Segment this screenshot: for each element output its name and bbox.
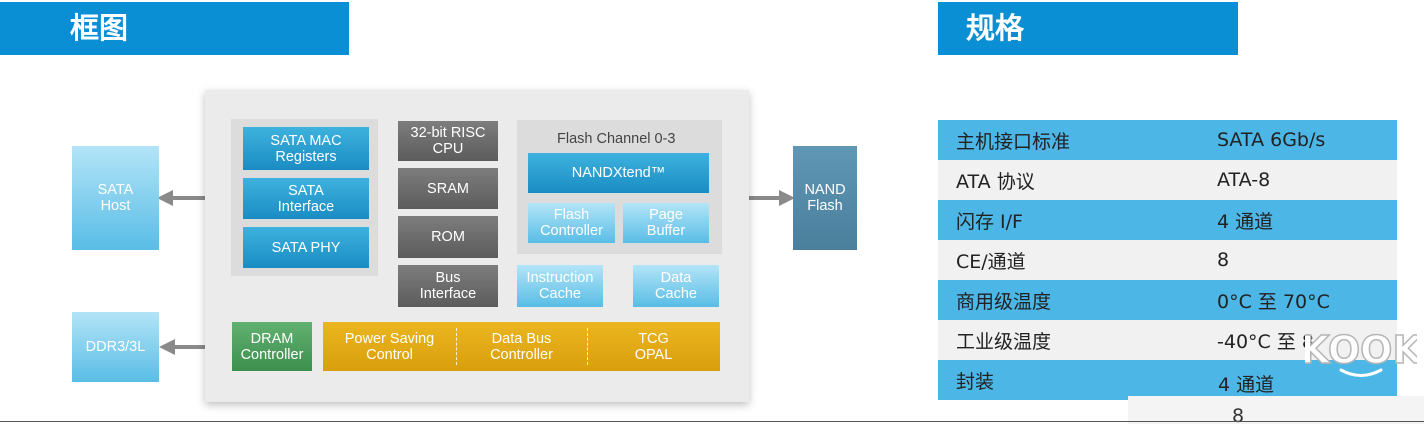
spec-value: 8 [1217, 249, 1230, 271]
power-saving-block: Power Saving Control [344, 330, 435, 363]
data-bus-block: Data Bus Controller [490, 330, 553, 363]
ddr-block: DDR3/3L [72, 312, 159, 382]
flash-controller-block: Flash Controller [528, 203, 615, 243]
sata-host-block: SATA Host [72, 146, 159, 250]
flash-channel-label: Flash Channel 0-3 [557, 131, 676, 147]
spec-value: 4 通道 [1217, 210, 1274, 233]
page-buffer-block: Page Buffer [623, 203, 709, 243]
spec-row: 封装 [938, 360, 1397, 400]
spec-value: ATA-8 [1217, 169, 1271, 191]
sata-phy-block: SATA PHY [243, 227, 369, 268]
spec-key: 闪存 I/F [956, 210, 1023, 233]
tcg-block: TCG OPAL [634, 330, 673, 363]
spec-value: -40°C 至 8 [1217, 330, 1314, 353]
spec-key: 商用级温度 [956, 290, 1052, 313]
watermark-logo: KOOK [1305, 327, 1417, 377]
spec-row: 主机接口标准 SATA 6Gb/s [938, 120, 1397, 160]
spec-row: 闪存 I/F 4 通道 [938, 200, 1397, 240]
gold-bar [323, 322, 720, 371]
nandxtend-block: NANDXtend™ [528, 153, 709, 193]
specs-header: 规格 [938, 2, 1238, 55]
sata-mac-block: SATA MAC Registers [243, 127, 369, 170]
spec-value: SATA 6Gb/s [1217, 129, 1326, 151]
bottom-border [0, 421, 1424, 422]
spec-row: CE/通道 8 [938, 240, 1397, 280]
spec-key: 封装 [956, 370, 995, 393]
rom-block: ROM [398, 216, 498, 258]
watermark-text: KOOK [1305, 328, 1417, 372]
spec-value: 0°C 至 70°C [1217, 290, 1330, 313]
nand-flash-block: NAND Flash [793, 146, 857, 250]
bus-interface-block: Bus Interface [398, 265, 498, 307]
spec-row: 工业级温度 -40°C 至 8 [938, 320, 1397, 360]
overlay-text: 4 通道 [1218, 374, 1275, 396]
data-cache-block: Data Cache [633, 265, 719, 307]
spec-key: 主机接口标准 [956, 130, 1071, 153]
block-diagram-header: 框图 [0, 2, 349, 55]
spec-row: 商用级温度 0°C 至 70°C [938, 280, 1397, 320]
spec-key: CE/通道 [956, 250, 1026, 273]
cpu-block: 32-bit RISC CPU [398, 121, 498, 161]
dram-controller-block: DRAM Controller [232, 322, 312, 371]
spec-row: ATA 协议 ATA-8 [938, 160, 1397, 200]
sram-block: SRAM [398, 168, 498, 209]
spec-key: 工业级温度 [956, 330, 1052, 353]
ghost-row [1128, 396, 1424, 424]
instruction-cache-block: Instruction Cache [517, 265, 603, 307]
spec-table: 主机接口标准 SATA 6Gb/s ATA 协议 ATA-8 闪存 I/F 4 … [938, 120, 1397, 400]
spec-key: ATA 协议 [956, 170, 1035, 193]
sata-interface-block: SATA Interface [243, 178, 369, 219]
